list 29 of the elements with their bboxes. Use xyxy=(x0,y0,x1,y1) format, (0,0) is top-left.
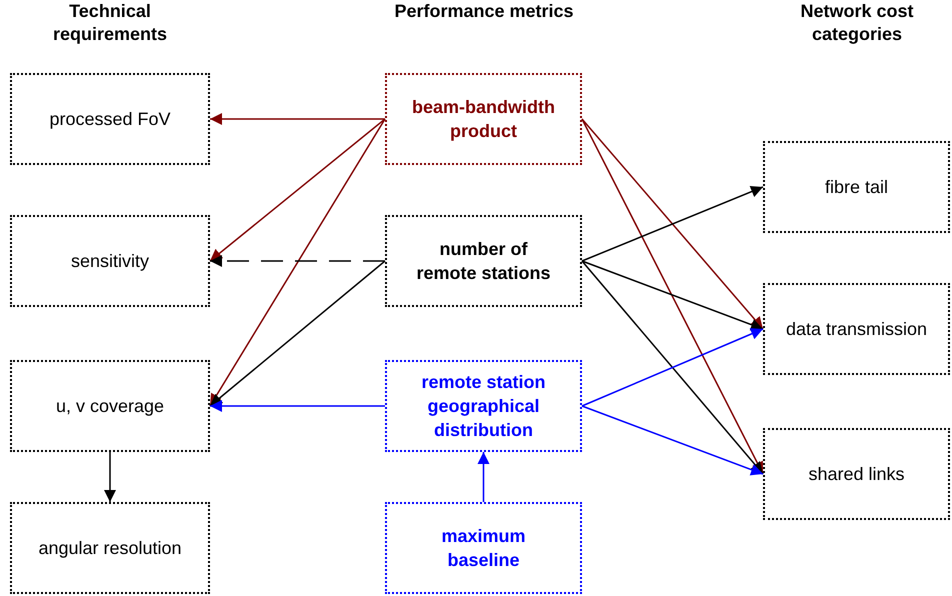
arrow xyxy=(210,400,385,412)
node-label: processed FoV xyxy=(48,108,172,131)
arrow xyxy=(582,186,764,262)
arrow xyxy=(581,260,764,474)
node-label: maximum baseline xyxy=(440,524,527,572)
arrow xyxy=(210,255,385,267)
arrow xyxy=(478,452,490,502)
arrow xyxy=(210,113,385,125)
node-label: beam-bandwidth product xyxy=(411,96,556,143)
arrow xyxy=(581,118,764,330)
node-label: fibre tail xyxy=(824,176,890,199)
arrow xyxy=(209,118,386,406)
node-label: remote station geographical distribution xyxy=(420,370,547,442)
arrow xyxy=(104,452,116,502)
arrow xyxy=(210,118,386,262)
arrow xyxy=(210,260,386,407)
node-label: sensitivity xyxy=(70,250,150,273)
node-label: data transmission xyxy=(784,318,928,341)
node-label: number of remote stations xyxy=(415,238,552,285)
column-heading: Network cost categories xyxy=(799,0,915,46)
column-heading: Performance metrics xyxy=(393,0,575,23)
arrow xyxy=(582,405,764,476)
node-label: shared links xyxy=(807,462,906,486)
arrow xyxy=(582,328,764,407)
column-heading: Technical requirements xyxy=(52,0,168,46)
node-label: angular resolution xyxy=(37,536,183,560)
arrow xyxy=(582,260,764,330)
node-label: u, v coverage xyxy=(54,394,166,418)
arrow xyxy=(581,118,764,474)
